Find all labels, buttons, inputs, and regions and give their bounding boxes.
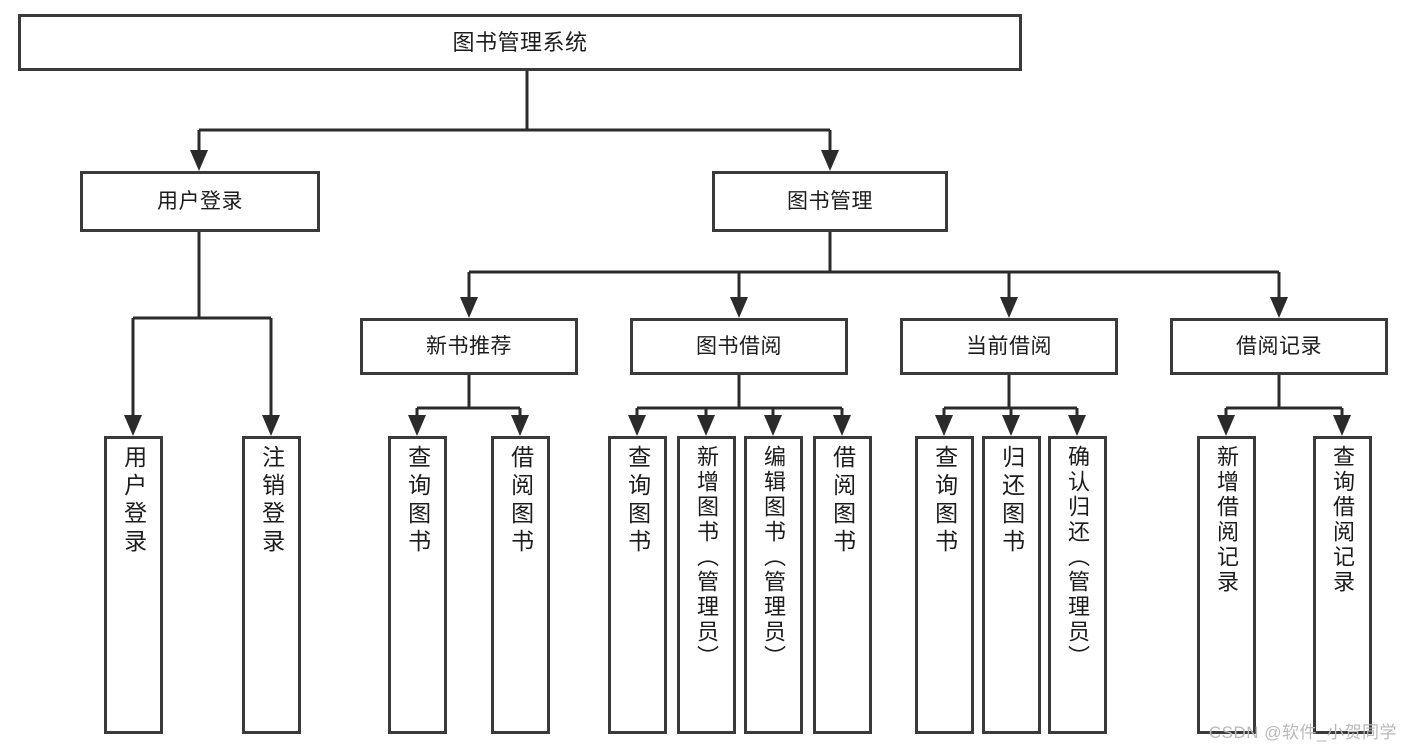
node-leaf-add-record[interactable]: 新增借阅记录	[1197, 436, 1256, 734]
arrow-book-manage	[821, 150, 839, 171]
node-borrow-record[interactable]: 借阅记录	[1170, 318, 1388, 375]
node-leaf-query-record-label: 查询借阅记录	[1330, 445, 1356, 595]
node-current-borrow-label: 当前借阅	[966, 335, 1052, 358]
node-leaf-return-book[interactable]: 归还图书	[982, 436, 1041, 734]
node-leaf-borrow-book-1-label: 借阅图书	[507, 445, 534, 557]
node-current-borrow[interactable]: 当前借阅	[900, 318, 1118, 375]
node-leaf-user-login-label: 用户登录	[120, 445, 147, 557]
node-user-login[interactable]: 用户登录	[80, 171, 320, 232]
node-leaf-query-record[interactable]: 查询借阅记录	[1313, 436, 1372, 734]
arrow-borrow-record	[1270, 297, 1288, 318]
node-book-manage-label: 图书管理	[787, 190, 873, 213]
node-root[interactable]: 图书管理系统	[18, 14, 1022, 71]
node-leaf-borrow-book-2[interactable]: 借阅图书	[813, 436, 872, 734]
arrow-leaf-borrow-book-1	[511, 415, 529, 436]
arrow-leaf-user-login	[124, 415, 142, 436]
arrow-current-borrow	[1000, 297, 1018, 318]
node-leaf-edit-book[interactable]: 编辑图书（管理员）	[744, 436, 803, 734]
arrow-leaf-query-book-1	[408, 415, 426, 436]
node-leaf-query-book-2-label: 查询图书	[624, 445, 651, 557]
node-user-login-label: 用户登录	[157, 190, 243, 213]
node-book-manage[interactable]: 图书管理	[712, 171, 948, 232]
arrow-user-login	[190, 150, 208, 171]
node-leaf-confirm-return[interactable]: 确认归还（管理员）	[1048, 436, 1107, 734]
node-leaf-query-book-1-label: 查询图书	[404, 445, 431, 557]
node-leaf-add-book-label: 新增图书（管理员）	[694, 445, 720, 670]
node-leaf-confirm-return-label: 确认归还（管理员）	[1065, 445, 1091, 670]
node-new-book-recommend-label: 新书推荐	[426, 335, 512, 358]
node-leaf-query-book-2[interactable]: 查询图书	[608, 436, 667, 734]
node-book-borrow-label: 图书借阅	[696, 335, 782, 358]
arrow-leaf-confirm-return	[1068, 415, 1086, 436]
arrow-leaf-return-book	[1002, 415, 1020, 436]
node-new-book-recommend[interactable]: 新书推荐	[360, 318, 578, 375]
node-leaf-user-login[interactable]: 用户登录	[104, 436, 163, 734]
arrow-leaf-query-record	[1333, 415, 1351, 436]
arrow-leaf-edit-book	[764, 415, 782, 436]
node-leaf-return-book-label: 归还图书	[998, 445, 1025, 557]
node-root-label: 图书管理系统	[452, 29, 588, 55]
node-leaf-user-logout[interactable]: 注销登录	[242, 436, 301, 734]
node-leaf-edit-book-label: 编辑图书（管理员）	[761, 445, 787, 670]
node-leaf-user-logout-label: 注销登录	[258, 445, 285, 557]
arrow-leaf-user-logout	[262, 415, 280, 436]
node-book-borrow[interactable]: 图书借阅	[630, 318, 848, 375]
arrow-leaf-add-record	[1217, 415, 1235, 436]
arrow-leaf-query-book-2	[628, 415, 646, 436]
arrow-leaf-add-book	[697, 415, 715, 436]
arrow-leaf-borrow-book-2	[833, 415, 851, 436]
node-leaf-query-book-1[interactable]: 查询图书	[388, 436, 447, 734]
arrow-leaf-query-book-3	[935, 415, 953, 436]
node-borrow-record-label: 借阅记录	[1236, 335, 1322, 358]
node-leaf-borrow-book-1[interactable]: 借阅图书	[491, 436, 550, 734]
node-leaf-query-book-3[interactable]: 查询图书	[915, 436, 974, 734]
node-leaf-query-book-3-label: 查询图书	[931, 445, 958, 557]
node-leaf-add-record-label: 新增借阅记录	[1214, 445, 1240, 595]
arrow-book-borrow	[730, 297, 748, 318]
node-leaf-borrow-book-2-label: 借阅图书	[829, 445, 856, 557]
arrow-new-book-recommend	[460, 297, 478, 318]
node-leaf-add-book[interactable]: 新增图书（管理员）	[677, 436, 736, 734]
